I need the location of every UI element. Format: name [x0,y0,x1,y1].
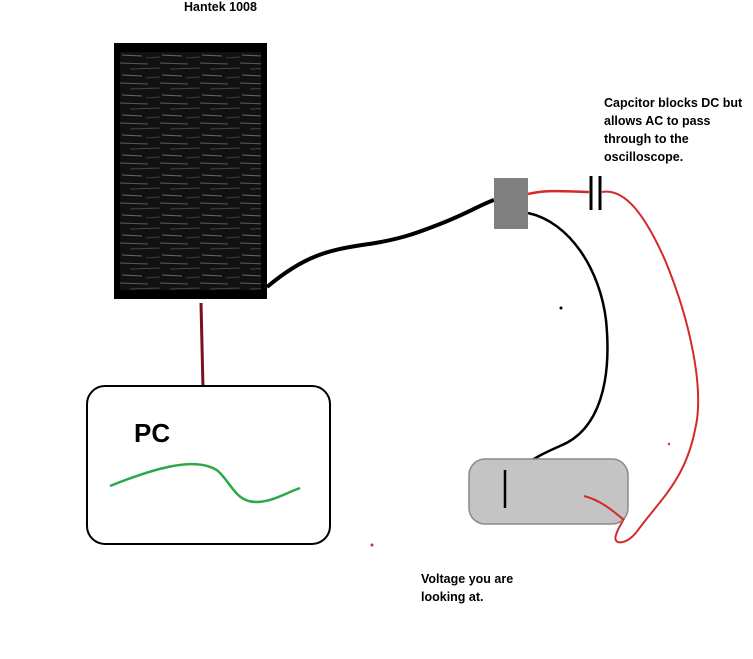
stray-dot-red [370,543,374,547]
pc-waveform [109,462,301,504]
usb-cable [199,302,205,389]
probe-cable [265,198,495,289]
red-wire-end [583,495,625,521]
capacitor-note: Capcitor blocks DC but allows AC to pass… [604,96,743,164]
red-wire-to-capacitor [527,189,590,196]
stray-dot-black [559,306,563,310]
voltage-source [468,458,629,525]
pc-label: PC [134,418,171,448]
probe-connector [494,178,528,229]
oscilloscope-title: Hantek 1008 [184,0,257,14]
oscilloscope-texture [120,52,261,290]
stray-dot-red-2 [667,442,671,446]
voltage-note: Voltage you are looking at. [421,572,514,604]
pc-box [86,385,331,545]
